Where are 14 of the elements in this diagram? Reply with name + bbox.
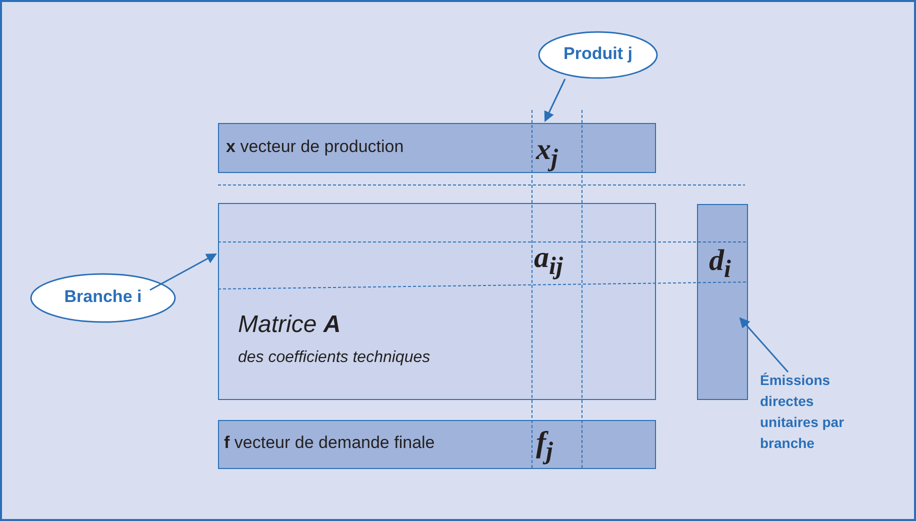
- callout-label: Produit j: [562, 44, 634, 64]
- label-text: des coefficients techniques: [238, 349, 430, 367]
- arrow: [739, 317, 789, 372]
- callout-label: Branche i: [63, 287, 143, 307]
- math-symbol: x$_{j}$: [536, 133, 558, 173]
- label-text: x vecteur de production: [226, 137, 404, 157]
- arrow: [150, 253, 217, 291]
- math-symbol: a$_{ij}$: [534, 241, 563, 281]
- math-symbol: f$_{j}$: [536, 426, 553, 466]
- label-text: f vecteur de demande finale: [224, 433, 435, 453]
- math-symbol: d$_{i}$: [709, 244, 731, 284]
- annotation-text: Émissions directes unitaires par branche: [760, 371, 846, 453]
- label-text: Matrice A: [238, 311, 341, 339]
- arrow: [544, 78, 566, 122]
